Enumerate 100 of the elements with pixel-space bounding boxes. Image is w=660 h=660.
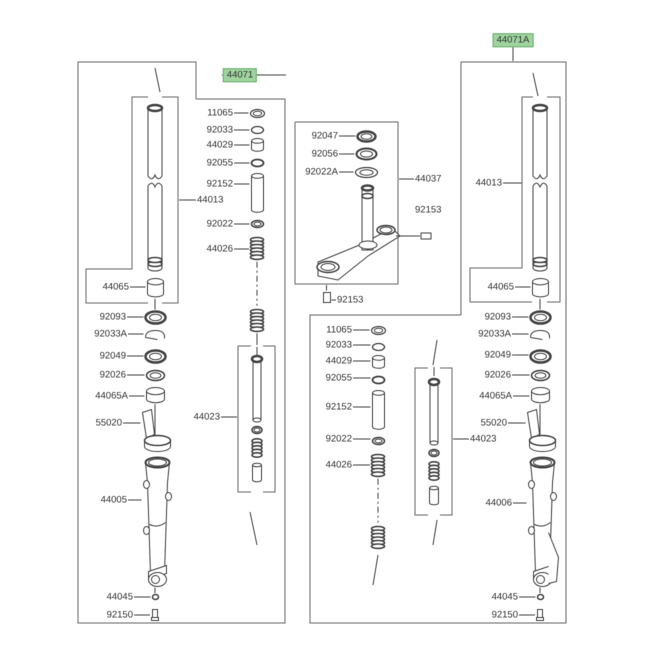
callout-number: 92056: [312, 149, 338, 159]
washer-drawing: [536, 593, 544, 601]
leader-line: [398, 178, 414, 180]
leader-line: [502, 182, 522, 184]
callout-number: 44026: [326, 460, 352, 470]
collar-drawing: [250, 137, 264, 153]
callout-number: 44065: [102, 282, 129, 292]
leader-line: [154, 404, 156, 436]
leader-line: [256, 332, 258, 346]
spacer-drawing: [250, 172, 264, 214]
callout-number: 55020: [96, 418, 122, 428]
washer-drawing: [356, 130, 376, 142]
o-ring-drawing: [250, 125, 264, 135]
callout-number: 44037: [415, 174, 442, 184]
leader-line: [452, 438, 470, 440]
oil-seal-drawing: [528, 348, 552, 364]
callout-number: 92049: [100, 351, 126, 361]
retaining-clip-drawing: [528, 328, 551, 340]
leader-line: [518, 614, 536, 616]
leader-line: [134, 596, 151, 598]
bushing-drawing: [144, 386, 166, 404]
leader-line: [512, 316, 529, 318]
spacer-drawing: [370, 389, 386, 431]
leader-line: [154, 298, 156, 310]
leader-line: [122, 422, 141, 424]
callout-number: 92093: [484, 312, 511, 322]
callout-number: 11065: [326, 325, 352, 335]
retaining-clip-drawing: [144, 328, 166, 340]
leader-line: [326, 284, 327, 291]
callout-number: 44029: [326, 356, 352, 366]
bolt-drawing: [535, 608, 545, 622]
callout-number: 44013: [197, 195, 224, 205]
oil-seal-drawing: [144, 310, 166, 324]
callout-number: 92152: [326, 402, 352, 412]
callout-number: 92150: [106, 610, 133, 620]
washer-drawing: [530, 368, 550, 382]
oil-seal-drawing: [528, 310, 552, 324]
dust-guard-drawing: [526, 408, 556, 452]
callout-number: 92049: [484, 350, 511, 360]
leader-line: [352, 438, 371, 440]
callout-number: 92026: [100, 370, 126, 380]
bushing-drawing: [530, 386, 550, 404]
leader-line: [508, 422, 526, 424]
washer-drawing: [150, 593, 160, 601]
callout-number: 11065: [207, 108, 233, 118]
leader-line: [512, 502, 527, 504]
oil-seal-drawing: [144, 348, 166, 364]
leader-line: [130, 286, 146, 288]
o-ring-drawing: [250, 158, 264, 168]
washer-drawing: [354, 166, 378, 178]
assembly-part-number: 44071: [222, 68, 258, 82]
callout-number: 44045: [106, 592, 133, 602]
washer-drawing: [248, 108, 266, 118]
callout-number: 92055: [326, 373, 352, 383]
callout-number: 92026: [484, 370, 511, 380]
assembly-part-number: 44071A: [492, 33, 534, 47]
washer-drawing: [370, 436, 386, 446]
leader-line: [234, 144, 250, 146]
bolt-drawing: [150, 608, 160, 622]
leader-line: [220, 416, 238, 418]
washer-drawing: [370, 324, 386, 336]
callout-number: 44023: [194, 412, 220, 422]
callout-number: 92153: [415, 205, 442, 215]
callout-number: 44065: [488, 282, 514, 292]
leader-line: [352, 406, 371, 408]
leader-line: [352, 464, 370, 466]
callout-number: 44006: [486, 498, 512, 508]
washer-drawing: [250, 219, 264, 229]
callout-number: 92033A: [94, 329, 127, 339]
leader-line: [352, 360, 371, 362]
leader-line: [126, 316, 144, 318]
callout-number: 92033A: [478, 329, 511, 339]
callout-number: 44065A: [95, 391, 128, 401]
callout-number: 92093: [100, 312, 126, 322]
callout-number: 92022: [326, 434, 352, 444]
leader-line: [154, 587, 156, 594]
washer-drawing: [144, 368, 166, 382]
callout-number: 44026: [206, 244, 233, 254]
spring-drawing: [370, 453, 386, 550]
leader-line: [234, 112, 249, 114]
washer-drawing: [354, 147, 378, 161]
leader-line: [514, 286, 531, 288]
fork-leg-drawing: [526, 456, 560, 588]
callout-number: 92022: [206, 219, 233, 229]
callout-number: 92033: [326, 340, 352, 350]
callout-number: 92055: [206, 158, 233, 168]
leader-line: [352, 344, 371, 346]
o-ring-drawing: [370, 342, 386, 352]
bushing-drawing: [530, 277, 550, 299]
leader-line: [512, 374, 530, 376]
callout-number: 44013: [476, 178, 502, 188]
dust-guard-drawing: [140, 408, 172, 452]
leader-line: [234, 248, 250, 250]
callout-number: 92022A: [305, 167, 338, 177]
callout-number: 44005: [100, 495, 127, 505]
collar-drawing: [370, 354, 386, 370]
fork-leg-drawing: [142, 456, 172, 588]
leader-line: [512, 46, 514, 62]
leader-line: [512, 354, 529, 356]
callout-number: 92150: [492, 610, 518, 620]
